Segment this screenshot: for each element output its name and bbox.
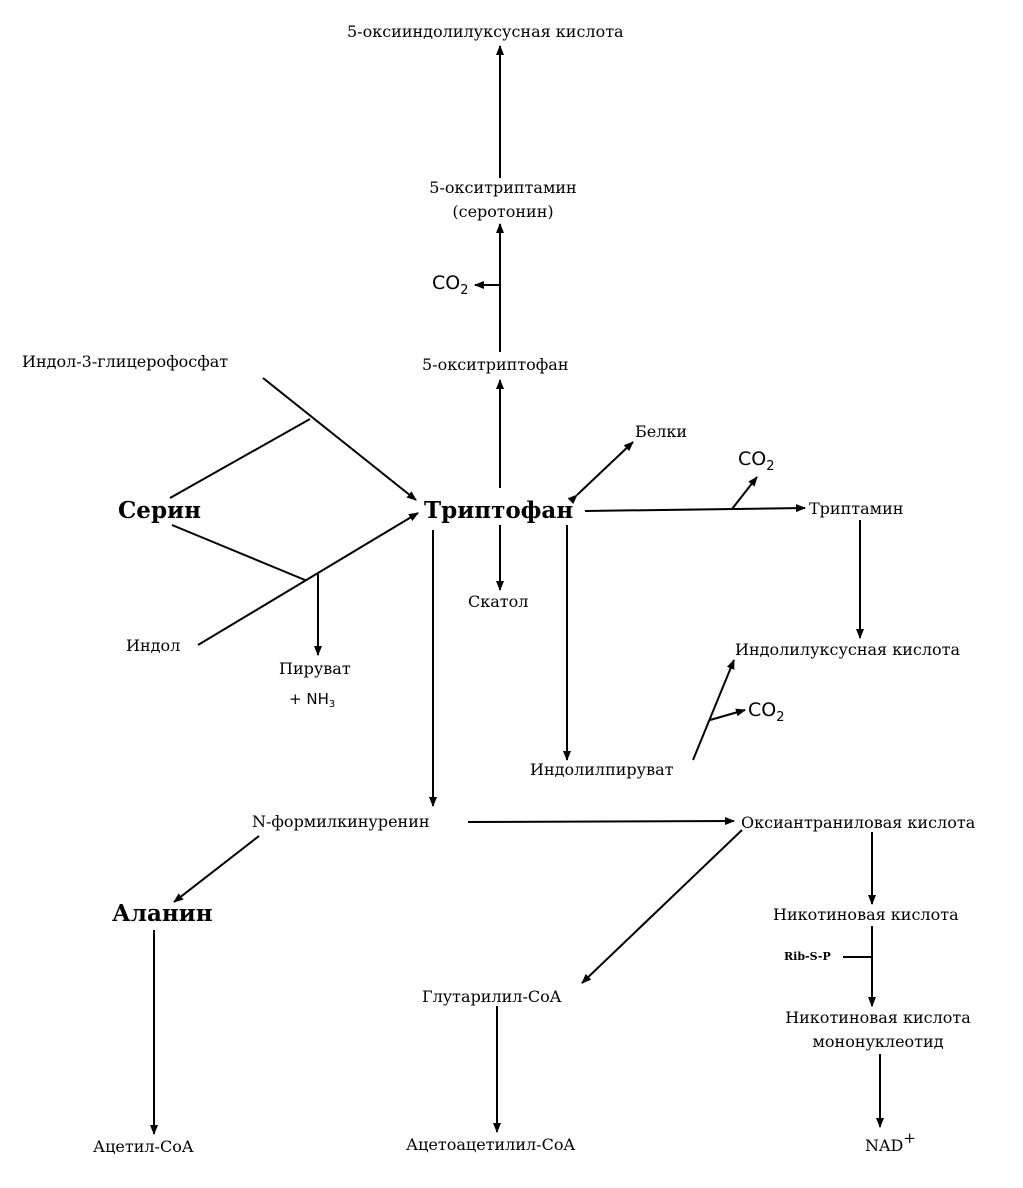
arrow-fk-to-alanine <box>173 835 260 903</box>
node-nicotinic-mononucleotide: Никотиновая кислота мононуклеотид <box>768 1008 988 1052</box>
node-nicotinic-acid: Никотиновая кислота <box>773 905 959 924</box>
co2-label-tryptamine: CO2 <box>738 448 775 474</box>
node-glutaryl-coa: Глутарилил-CoA <box>422 987 562 1006</box>
node-indoleacetic-acid: Индолилуксусная кислота <box>735 640 961 659</box>
node-indole: Индол <box>126 636 181 655</box>
node-oxyindoleacetic-acid: 5-оксииндолилуксусная кислота <box>347 22 624 41</box>
co2-label-serotonin: CO2 <box>432 272 469 298</box>
node-serine: Серин <box>118 497 201 524</box>
node-serotonin: 5-окситриптамин (серотонин) <box>418 178 588 222</box>
arrow-co2-release-indolepyruvate <box>709 708 746 721</box>
arrow-oxyanthranilic-to-glutarylcoa <box>581 829 743 984</box>
node-alanine: Аланин <box>112 900 213 927</box>
node-formylkynurenine: N-формилкинуренин <box>252 812 430 831</box>
node-oxyanthranilic-acid: Оксиантраниловая кислота <box>741 813 976 832</box>
line-serine-to-igp-arrow <box>169 418 311 499</box>
node-rib-s-p: Rib-S-P <box>784 950 831 963</box>
node-proteins: Белки <box>635 422 688 441</box>
node-nad: NAD+ <box>865 1129 916 1155</box>
node-indolepyruvate: Индолилпируват <box>530 760 674 779</box>
line-serine-to-indole-arrow <box>171 524 306 581</box>
node-indole-glycerophosphate: Индол-3-глицерофосфат <box>22 352 229 371</box>
node-nicotinic-mononucleotide-line2: мононуклеотид <box>812 1032 944 1051</box>
arrow-indole-to-trp <box>197 512 419 646</box>
node-acetyl-coa: Ацетил-CoA <box>93 1137 194 1156</box>
node-tryptamine: Триптамин <box>809 499 904 518</box>
node-pyruvate: Пируват <box>279 659 351 678</box>
arrow-trp-to-tryptamine <box>584 504 806 513</box>
arrow-igp-to-trp <box>262 377 417 501</box>
node-serotonin-line2: (серотонин) <box>452 202 554 221</box>
arrow-fk-to-oxyanthranilic <box>467 817 735 826</box>
node-nicotinic-mononucleotide-line1: Никотиновая кислота <box>785 1008 971 1027</box>
node-serotonin-line1: 5-окситриптамин <box>429 178 577 197</box>
node-nh3: + NH3 <box>289 690 336 710</box>
arrow-trp-proteins <box>567 441 634 505</box>
node-skatole: Скатол <box>468 592 529 611</box>
node-oxytryptophan: 5-окситриптофан <box>422 355 569 374</box>
co2-label-indolepyruvate: CO2 <box>748 699 785 725</box>
node-acetoacetyl-coa: Ацетоацетилил-CoA <box>406 1135 575 1154</box>
node-tryptophan: Триптофан <box>424 497 574 524</box>
arrow-co2-release-tryptamine <box>731 476 758 510</box>
arrow-indolepyruvate-to-indoleacetic <box>692 659 735 761</box>
